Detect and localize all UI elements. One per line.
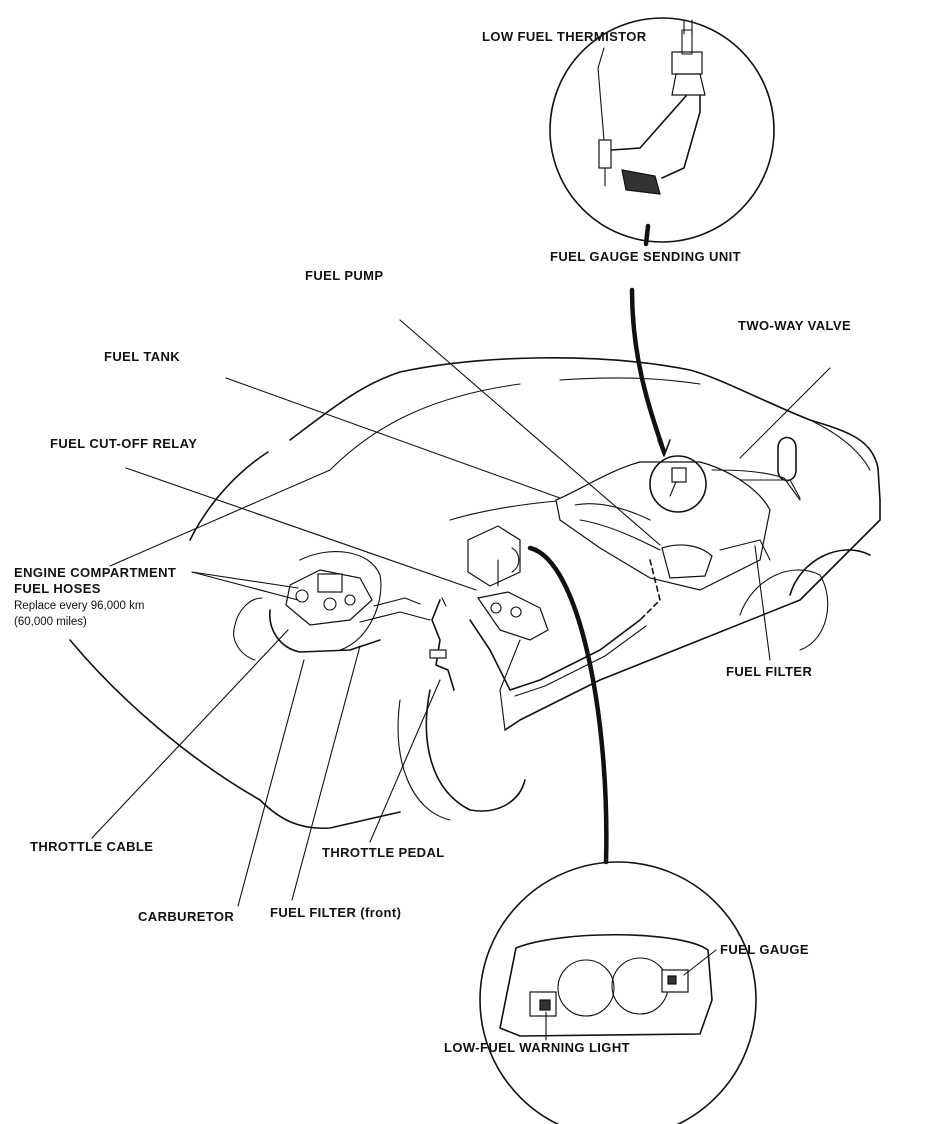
label-fuel-filter-front: FUEL FILTER (front) xyxy=(270,905,401,920)
label-fuel-gauge-sending-unit: FUEL GAUGE SENDING UNIT xyxy=(550,249,741,264)
label-engine-compartment: ENGINE COMPARTMENT xyxy=(14,565,176,580)
leader-lines xyxy=(91,47,831,1041)
instrument-cluster-detail-circle xyxy=(479,861,757,1124)
label-replace-miles: (60,000 miles) xyxy=(14,616,87,628)
carburetor-assembly xyxy=(269,569,431,653)
label-throttle-pedal: THROTTLE PEDAL xyxy=(322,845,445,860)
cluster-leader xyxy=(527,545,609,865)
fuel-line xyxy=(469,619,641,691)
sending-unit-detail-circle xyxy=(549,17,775,243)
sending-unit-leader-lower xyxy=(629,287,667,455)
fuel-tank xyxy=(555,436,801,591)
fuel-cut-off-relay xyxy=(467,525,549,641)
label-low-fuel-thermistor: LOW FUEL THERMISTOR xyxy=(482,29,647,44)
label-fuel-hoses: FUEL HOSES xyxy=(14,581,101,596)
sending-unit-leader xyxy=(643,223,651,247)
label-fuel-tank: FUEL TANK xyxy=(104,349,180,364)
label-fuel-filter-rear: FUEL FILTER xyxy=(726,664,812,679)
throttle-pedal xyxy=(429,597,455,691)
car-body xyxy=(69,357,881,830)
label-fuel-gauge: FUEL GAUGE xyxy=(720,942,809,957)
label-fuel-cut-off-relay: FUEL CUT-OFF RELAY xyxy=(50,436,197,451)
label-two-way-valve: TWO-WAY VALVE xyxy=(738,318,851,333)
label-replace-interval: Replace every 96,000 km xyxy=(14,600,144,612)
label-fuel-pump: FUEL PUMP xyxy=(305,268,383,283)
label-throttle-cable: THROTTLE CABLE xyxy=(30,839,153,854)
label-low-fuel-warning-light: LOW-FUEL WARNING LIGHT xyxy=(444,1040,630,1055)
label-carburetor: CARBURETOR xyxy=(138,909,234,924)
